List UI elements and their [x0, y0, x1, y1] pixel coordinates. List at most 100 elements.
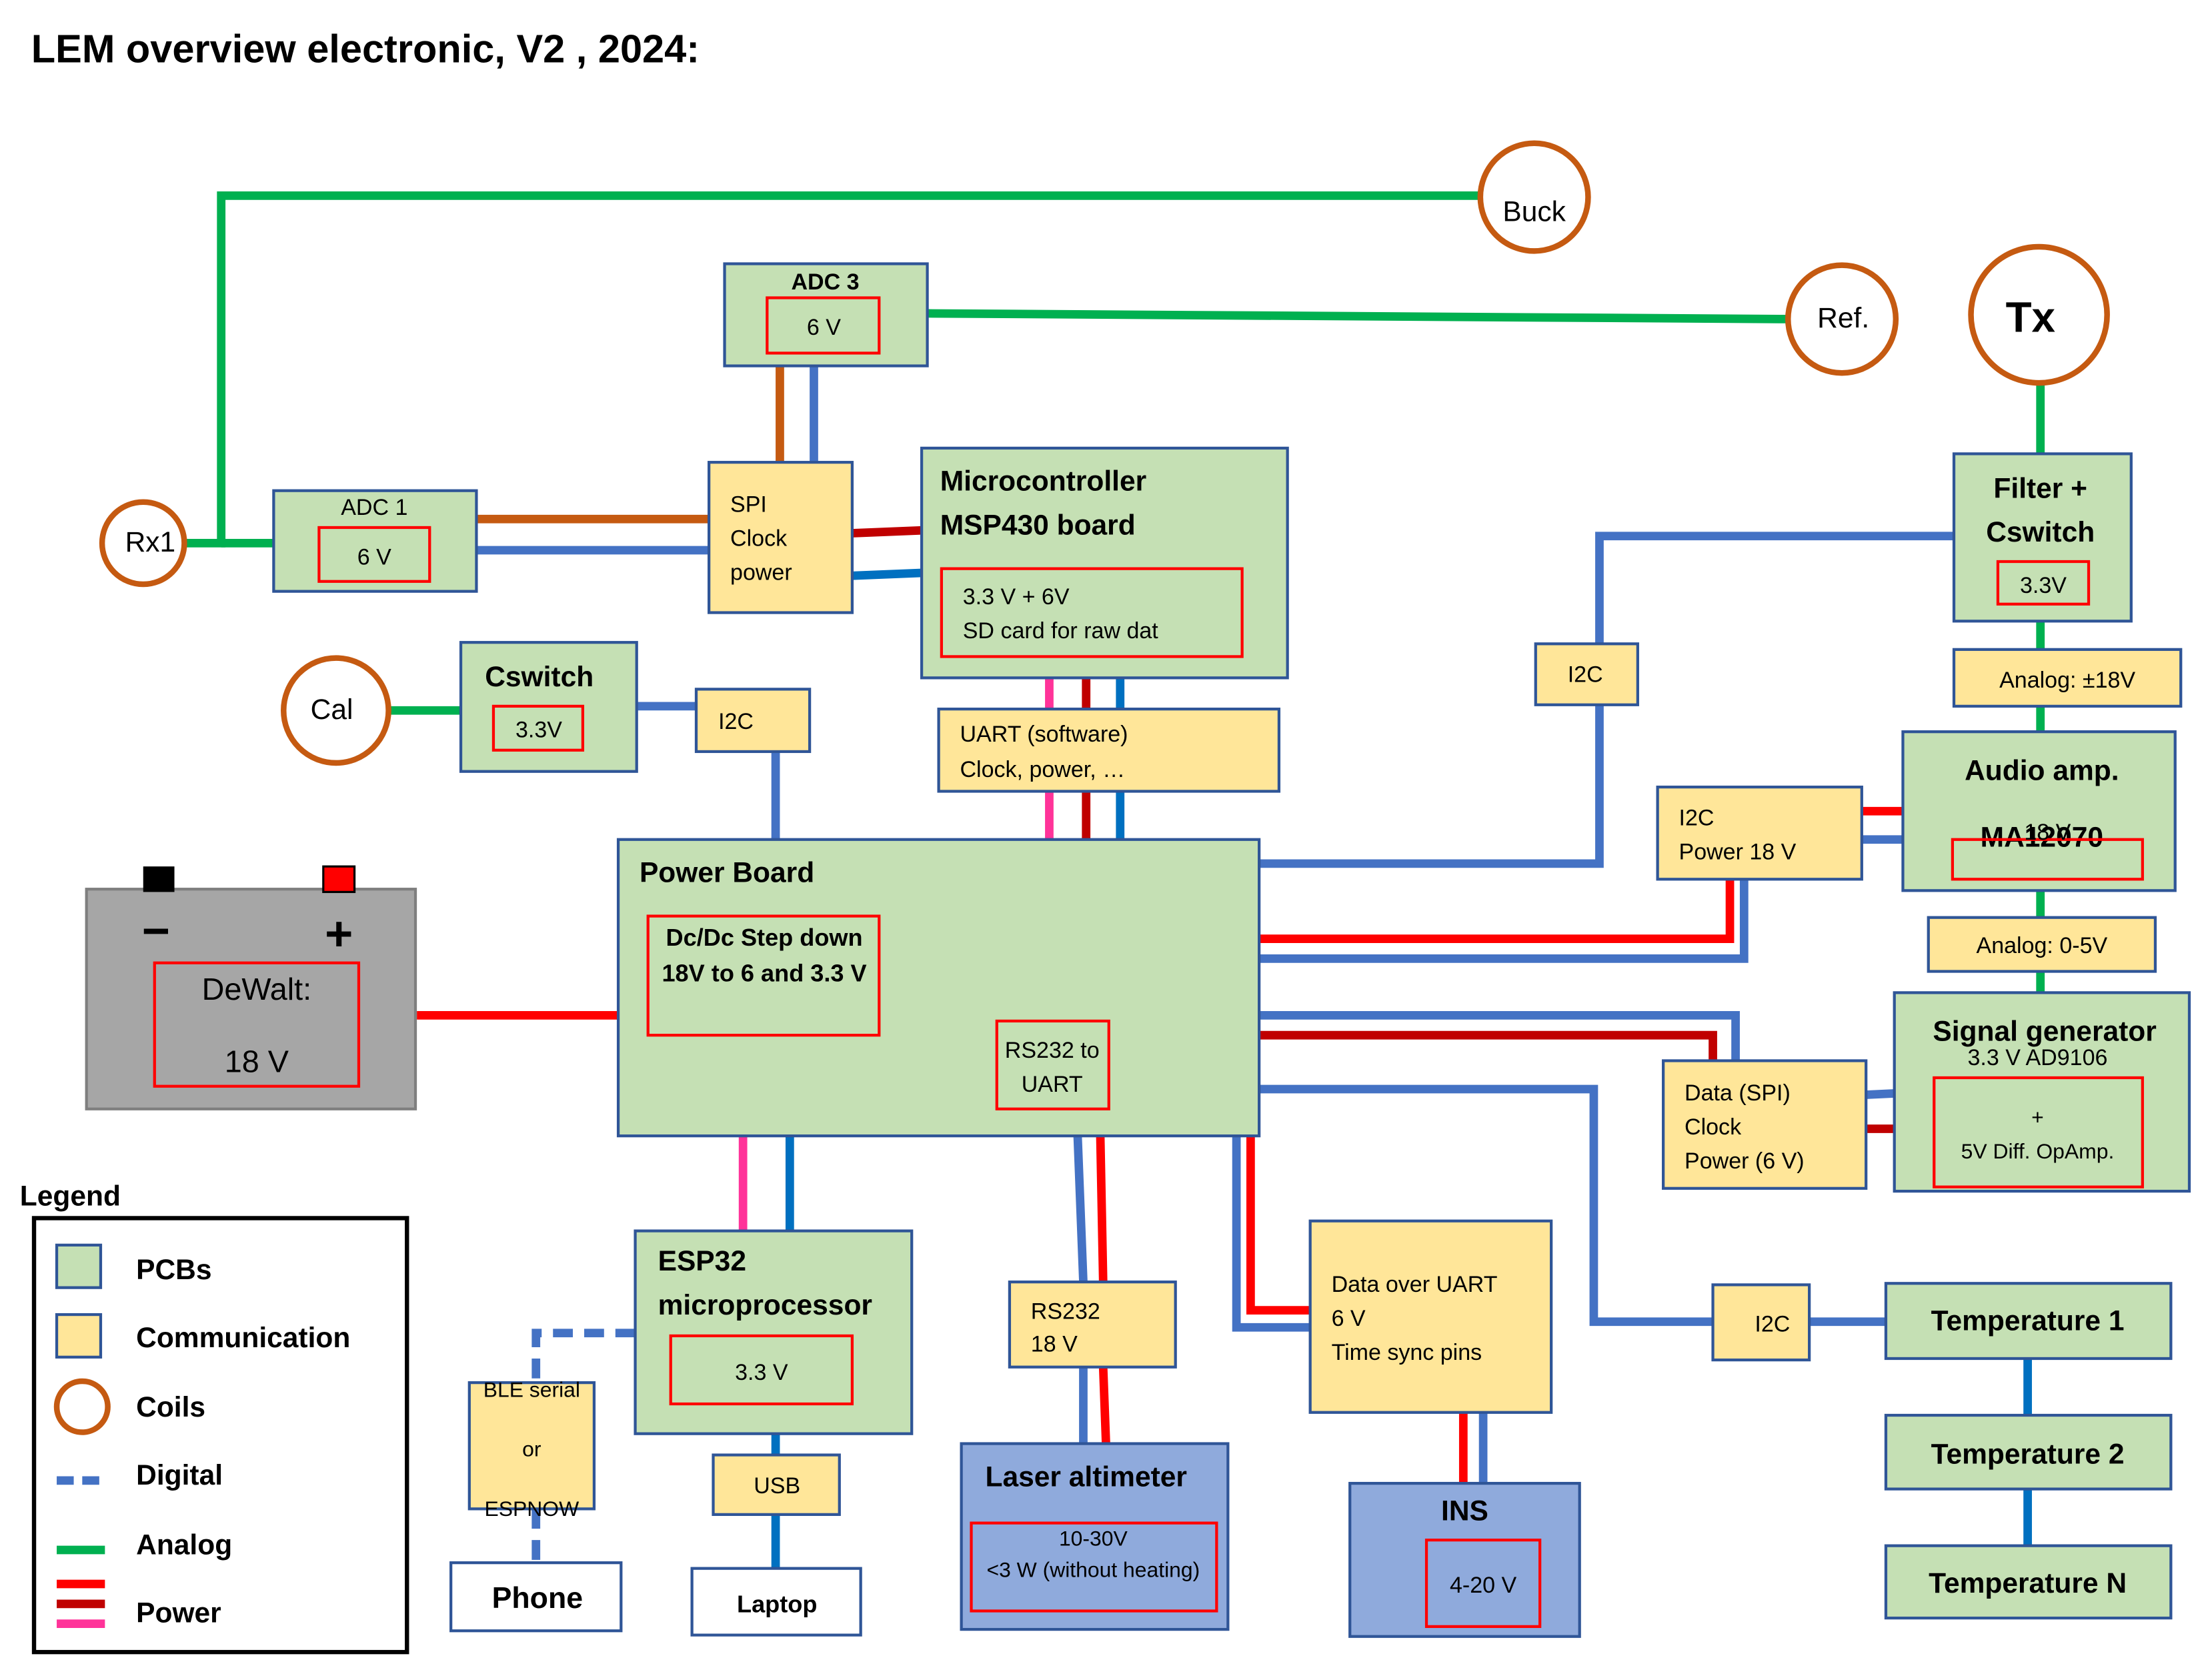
comm-i2c-power: I2C Power 18 V [1656, 785, 1863, 881]
comm-ble: BLE serial or ESPNOW [467, 1377, 596, 1521]
siggen-plus: + [2031, 1105, 2044, 1129]
siggen-subtitle: 3.3 V AD9106 [1967, 1045, 2107, 1070]
power-wire-rs232-laser [1096, 1136, 1108, 1283]
battery-terminal-positive [322, 865, 356, 894]
laser-spec-line2: <3 W (without heating) [986, 1557, 1200, 1581]
dcdc-line2: 18V to 6 and 3.3 V [662, 959, 866, 986]
comm-data-spi: Data (SPI) Clock Power (6 V) [1662, 1059, 1868, 1190]
esp32-title-line2: microprocessor [658, 1290, 872, 1321]
mcu-spec-line1: 3.3 V + 6V [963, 584, 1070, 610]
power-board-title: Power Board [640, 858, 814, 889]
filter-title-line1: Filter + [1993, 473, 2087, 504]
comm-analog-05v: Analog: 0-5V [1927, 916, 2157, 973]
pcb-temperature-n: Temperature N [1884, 1544, 2173, 1620]
dcdc-line1: Dc/Dc Step down [666, 924, 863, 951]
pcb-microcontroller: Microcontroller MSP430 board 3.3 V + 6V … [920, 446, 1289, 680]
comm-i2c-cswitch: I2C [694, 688, 812, 754]
data-spi-line2: Clock [1685, 1114, 1742, 1140]
wires [184, 191, 2045, 1569]
analog-wire-adc3-ref [927, 309, 1787, 323]
data-spi-line1: Data (SPI) [1685, 1080, 1791, 1106]
temp2-label: Temperature 2 [1931, 1439, 2125, 1470]
digital-wire-powerboard-dataspi [1259, 1011, 1740, 1061]
page-title: LEM overview electronic, V2 , 2024: [31, 27, 700, 71]
digital-wire-rs232-laser-blue [1073, 1135, 1088, 1283]
coil-rx1-label: Rx1 [125, 527, 176, 558]
analog05-label: Analog: 0-5V [1977, 933, 2108, 958]
uart-sw-line1: UART (software) [960, 722, 1128, 747]
battery-plus-sign: + [325, 908, 353, 961]
rs232-line1: RS232 [1031, 1299, 1100, 1324]
device-phone: Phone [449, 1561, 623, 1633]
i2c-cswitch-label: I2C [718, 709, 754, 734]
pcb-temperature-1: Temperature 1 [1884, 1282, 2173, 1361]
audio-model: MA12070 [1981, 822, 2103, 853]
uart-sw-line2: Clock, power, … [960, 757, 1125, 782]
comm-spi: SPI Clock power [708, 461, 854, 614]
digital-wire-powerboard-audio [1259, 879, 1749, 963]
siggen-opamp: 5V Diff. OpAmp. [1961, 1139, 2115, 1163]
adc1-title: ADC 1 [341, 495, 407, 520]
pcb-filter-cswitch: Filter + Cswitch 3.3V [1952, 452, 2133, 623]
cswitch-voltage: 3.3V [515, 718, 562, 743]
mcu-title-line2: MSP430 board [940, 510, 1136, 542]
mcu-spec-line2: SD card for raw dat [963, 618, 1159, 644]
esp32-voltage: 3.3 V [735, 1360, 788, 1385]
legend-pcb-swatch [55, 1243, 103, 1289]
device-laptop: Laptop [690, 1567, 862, 1637]
comm-rs232: RS232 18 V [1008, 1281, 1177, 1369]
legend-comm-swatch [55, 1313, 103, 1359]
device-laser-altimeter: Laser altimeter 10-30V <3 W (without hea… [960, 1442, 1230, 1631]
battery-dewalt: − + DeWalt: 18 V [85, 865, 417, 1110]
comm-usb: USB [712, 1453, 841, 1516]
legend-item-pcbs: PCBs [136, 1255, 211, 1286]
coil-rx1: Rx1 [99, 499, 187, 588]
ble-line1: BLE serial [483, 1377, 580, 1401]
pcb-esp32: ESP32 microprocessor 3.3 V [634, 1229, 914, 1435]
battery-minus-sign: − [142, 904, 170, 958]
mcu-title-line1: Microcontroller [940, 466, 1146, 498]
coil-ref-label: Ref. [1817, 303, 1869, 334]
digital-wire-powerboard-i2c-temp [1259, 1084, 1713, 1327]
spi-line1: SPI [730, 492, 767, 518]
coil-cal-label: Cal [311, 694, 353, 726]
digital-wire-powerboard-uartdata [1232, 1136, 1310, 1332]
pcb-adc3: ADC 3 6 V [723, 262, 929, 367]
audio-voltage: 18 V [2024, 820, 2071, 845]
ins-spec: 4-20 V [1450, 1573, 1517, 1598]
uart-data-line3: Time sync pins [1332, 1340, 1482, 1365]
pcb-cswitch: Cswitch 3.3V [459, 641, 638, 773]
comm-i2c-temp: I2C [1711, 1283, 1811, 1362]
digital-wire-spi-mcu [852, 568, 922, 580]
legend-item-digital: Digital [136, 1460, 223, 1491]
uart-data-line2: 6 V [1332, 1306, 1366, 1331]
coil-buck-label: Buck [1502, 197, 1566, 228]
rs232-uart-line2: UART [1022, 1072, 1083, 1097]
power-wire-rs232-laser-2 [1098, 1367, 1110, 1444]
battery-voltage: 18 V [225, 1044, 289, 1078]
coil-cal: Cal [281, 655, 391, 766]
digital-wire-filter-i2c-power [1595, 532, 1955, 644]
coil-tx-label: Tx [2006, 293, 2055, 341]
i2c-power-line2: Power 18 V [1679, 840, 1797, 865]
device-ins: INS 4-20 V [1348, 1481, 1581, 1638]
audio-title: Audio amp. [1965, 755, 2119, 786]
siggen-title: Signal generator [1933, 1016, 2156, 1048]
comm-analog-18v: Analog: ±18V [1952, 648, 2183, 708]
analog18-label: Analog: ±18V [1999, 668, 2135, 693]
rs232-line2: 18 V [1031, 1331, 1078, 1357]
spi-line2: Clock [730, 526, 788, 552]
adc3-title: ADC 3 [791, 269, 859, 295]
phone-label: Phone [492, 1582, 583, 1615]
pcb-signal-generator: Signal generator 3.3 V AD9106 + 5V Diff.… [1893, 991, 2191, 1193]
usb-label: USB [754, 1473, 800, 1499]
legend-item-coils: Coils [136, 1392, 205, 1423]
battery-name: DeWalt: [202, 972, 312, 1006]
laser-spec-line1: 10-30V [1059, 1527, 1128, 1551]
i2c-filter-label: I2C [1568, 662, 1603, 688]
coil-tx: Tx [1968, 243, 2110, 386]
legend-item-analog: Analog [136, 1529, 232, 1561]
coil-buck: Buck [1477, 140, 1591, 254]
rs232-uart-line1: RS232 to [1005, 1038, 1100, 1063]
spi-line3: power [730, 560, 792, 586]
